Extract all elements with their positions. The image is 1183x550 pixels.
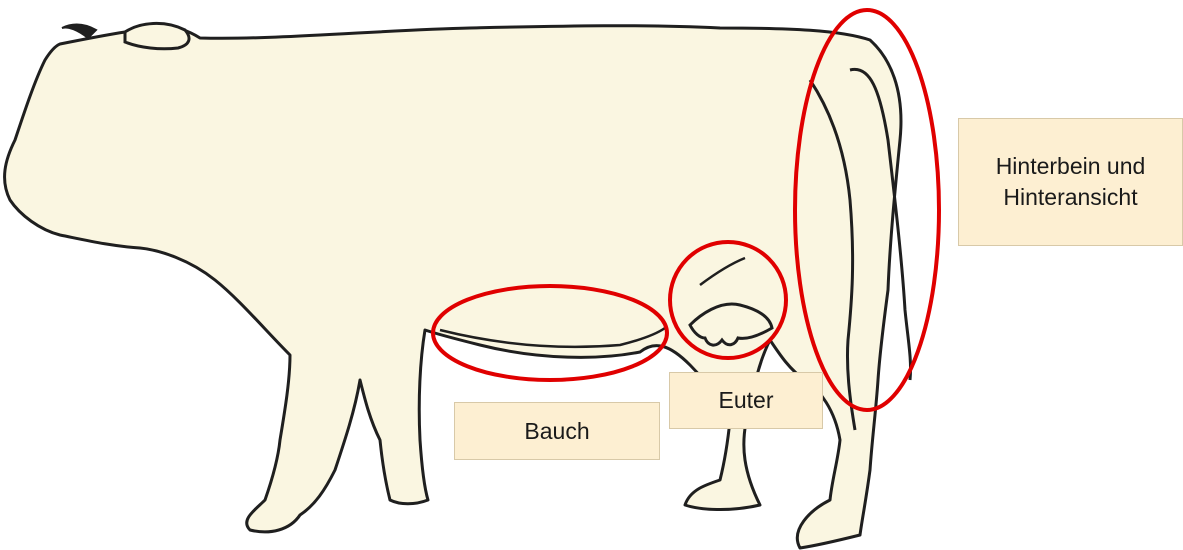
udder-label: Euter [669,372,823,429]
cow-horn [62,25,96,39]
hind-leg-label: Hinterbein und Hinteransicht [958,118,1183,246]
cow-body [5,26,901,548]
belly-label: Bauch [454,402,660,460]
cow-ear [125,23,189,48]
